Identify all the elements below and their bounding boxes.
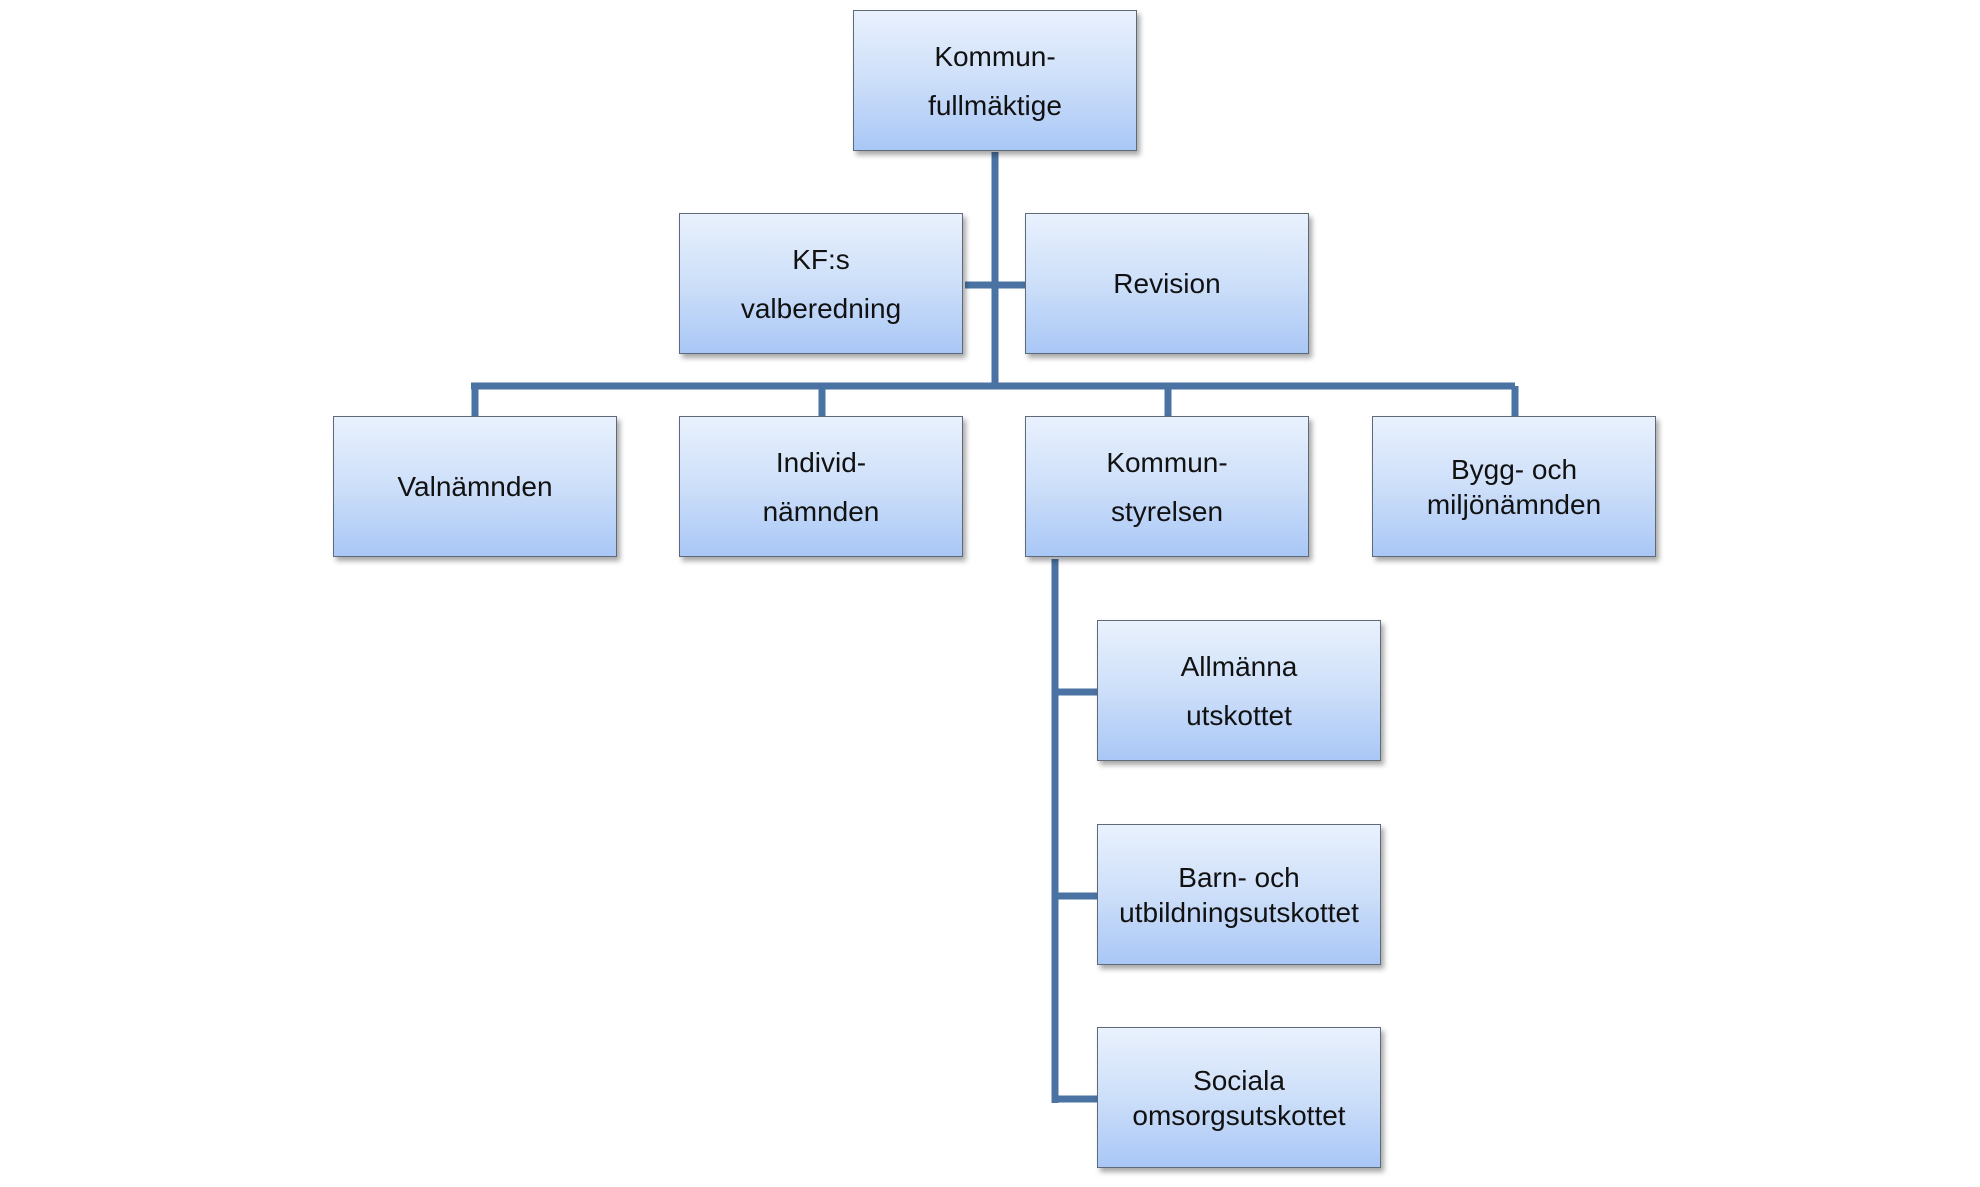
label-line: Valnämnden xyxy=(397,471,553,502)
box-allmanna-utskottet: Allmänna utskottet xyxy=(1097,620,1381,761)
box-individnamnden: Individ- nämnden xyxy=(679,416,963,557)
label-line: utbildningsutskottet xyxy=(1119,896,1359,928)
box-kommunfullmaktige: Kommun- fullmäktige xyxy=(853,10,1137,151)
label-kfs-valberedning: KF:s valberedning xyxy=(737,235,905,333)
label-line: Barn- och xyxy=(1178,861,1300,893)
label-line: Kommun- xyxy=(1106,446,1228,478)
label-line: Revision xyxy=(1113,268,1221,299)
label-line: fullmäktige xyxy=(928,89,1062,121)
label-sociala-omsorgsutskottet: Sociala omsorgsutskottet xyxy=(1128,1063,1349,1133)
box-kommunstyrelsen: Kommun- styrelsen xyxy=(1025,416,1309,557)
box-revision: Revision xyxy=(1025,213,1309,354)
label-kommunfullmaktige: Kommun- fullmäktige xyxy=(924,32,1066,130)
label-line: utskottet xyxy=(1186,699,1292,731)
label-line: styrelsen xyxy=(1110,495,1224,527)
box-kfs-valberedning: KF:s valberedning xyxy=(679,213,963,354)
label-individnamnden: Individ- nämnden xyxy=(759,438,884,536)
label-allmanna-utskottet: Allmänna utskottet xyxy=(1177,642,1302,740)
label-line: Allmänna xyxy=(1180,650,1298,682)
label-kommunstyrelsen: Kommun- styrelsen xyxy=(1102,438,1231,536)
box-bygg-och-miljonamnden: Bygg- och miljönämnden xyxy=(1372,416,1656,557)
label-line: omsorgsutskottet xyxy=(1132,1099,1346,1131)
label-line: valberedning xyxy=(740,292,902,324)
label-line: miljönämnden xyxy=(1426,488,1602,520)
box-barn-och-utbildningsutskottet: Barn- och utbildningsutskottet xyxy=(1097,824,1381,965)
box-sociala-omsorgsutskottet: Sociala omsorgsutskottet xyxy=(1097,1027,1381,1168)
label-line: Bygg- och xyxy=(1450,453,1578,485)
label-revision: Revision xyxy=(1109,266,1224,301)
label-line: Sociala xyxy=(1193,1064,1285,1096)
label-barn-och-utbildningsutskottet: Barn- och utbildningsutskottet xyxy=(1115,860,1363,930)
label-line: KF:s xyxy=(792,243,850,275)
box-valnamnden: Valnämnden xyxy=(333,416,617,557)
label-line: Individ- xyxy=(775,446,867,478)
label-line: nämnden xyxy=(762,495,880,527)
label-bygg-och-miljonamnden: Bygg- och miljönämnden xyxy=(1423,452,1605,522)
label-line: Kommun- xyxy=(934,40,1056,72)
label-valnamnden: Valnämnden xyxy=(393,469,556,504)
